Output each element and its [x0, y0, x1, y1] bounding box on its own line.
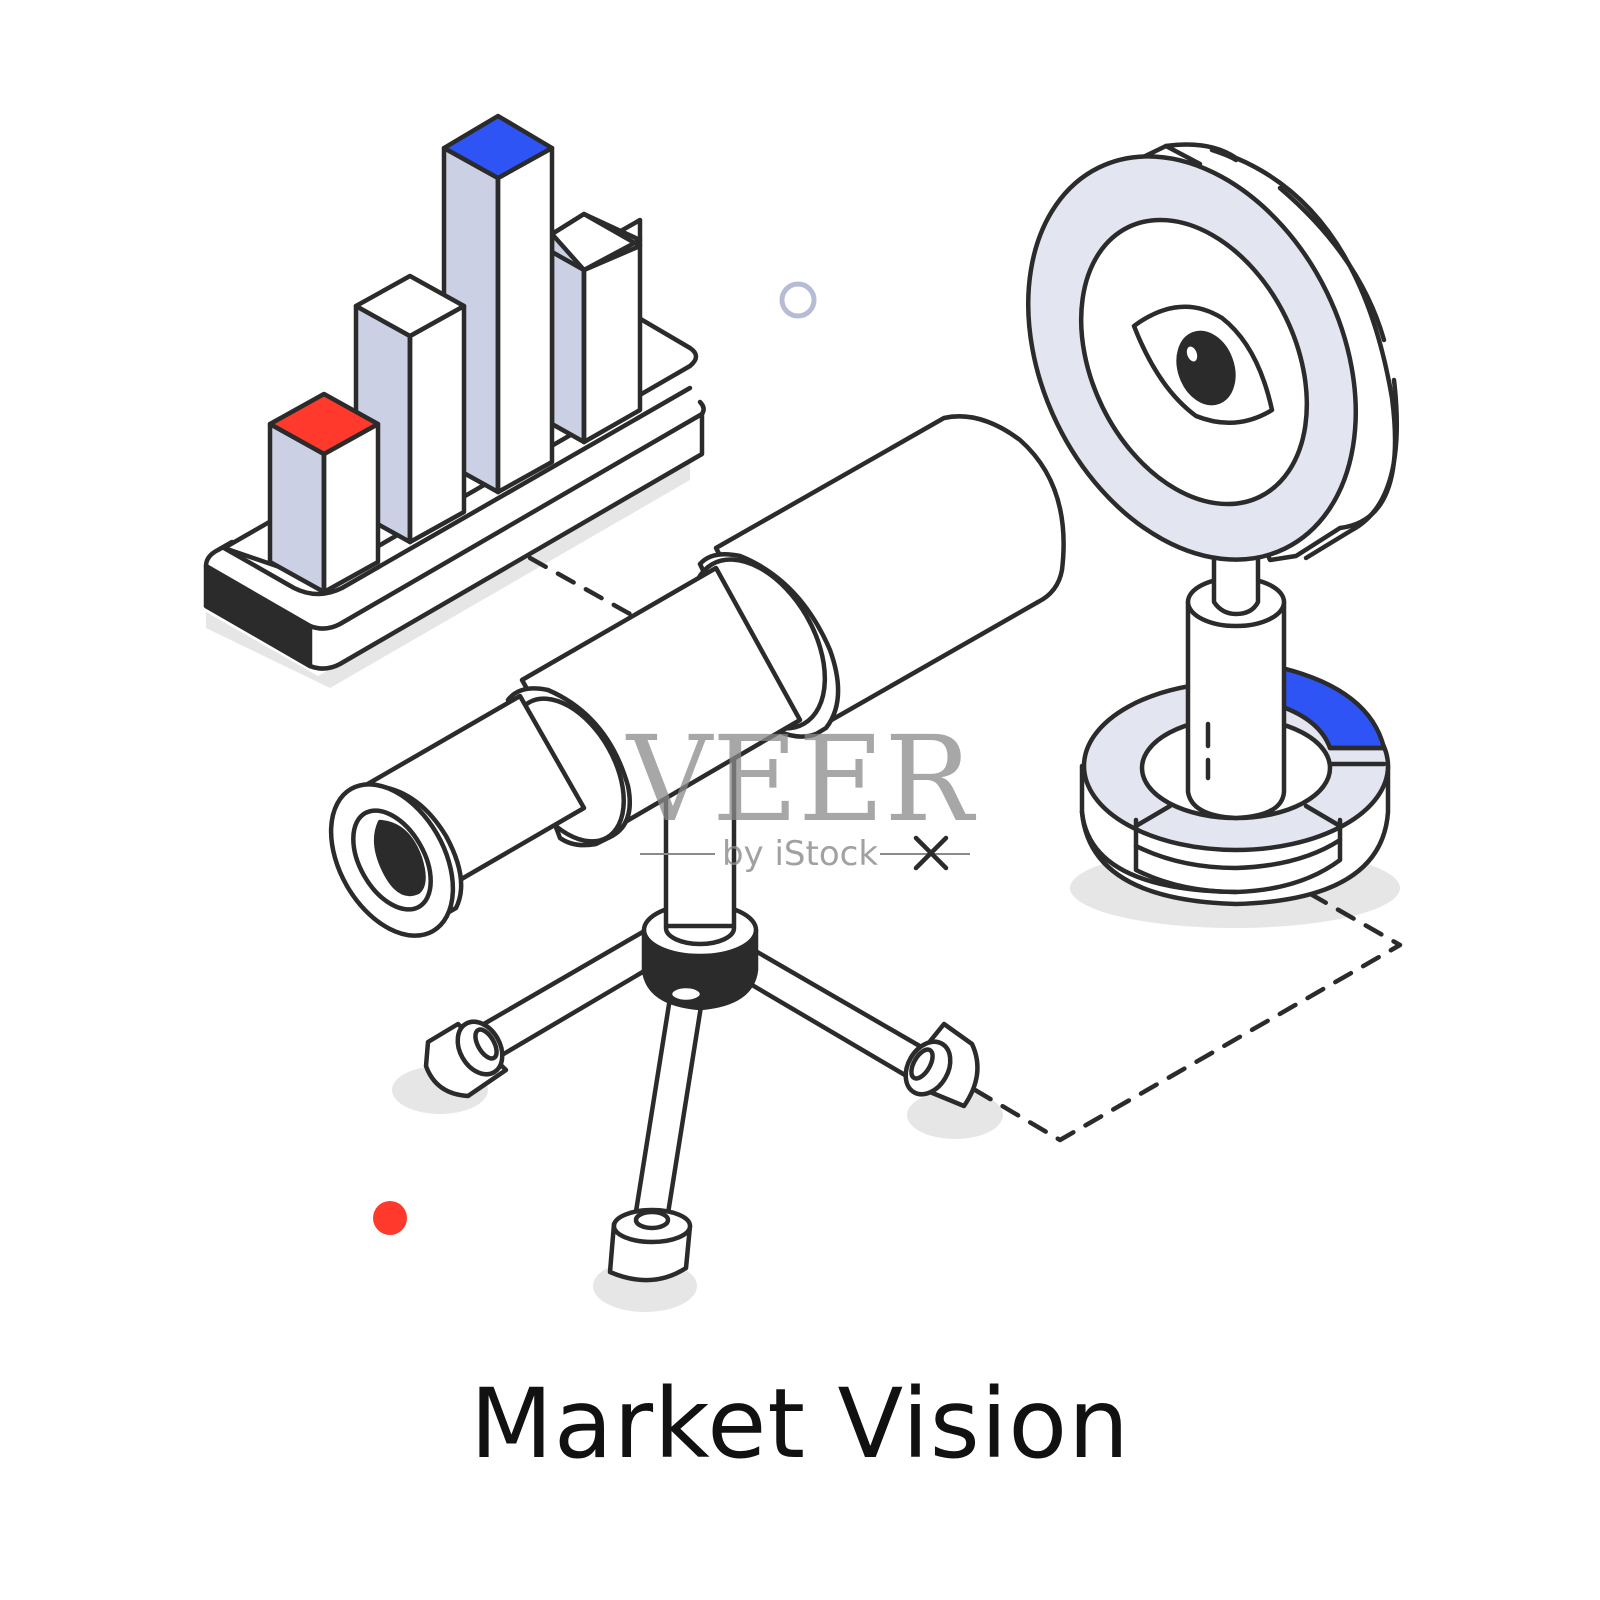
bar-chart-icon — [203, 113, 706, 671]
watermark-sub: by iStock — [722, 834, 878, 874]
dashed-connectors — [527, 555, 1403, 1143]
decor-dot-red — [373, 1201, 407, 1235]
stand-post — [1185, 599, 1287, 821]
decor-ring — [779, 281, 817, 319]
watermark: VEER by iStock — [625, 710, 976, 874]
eyepiece-lens — [373, 819, 426, 897]
eye-glint — [1182, 342, 1202, 366]
decor-cross — [913, 835, 949, 871]
tripod — [423, 901, 980, 1283]
bar-top-blue — [441, 113, 555, 181]
eye-target-icon — [1026, 142, 1400, 907]
bar-top-red — [267, 391, 381, 457]
page-title: Market Vision — [469, 1368, 1130, 1480]
watermark-brand: VEER — [625, 710, 976, 848]
telescope-icon — [328, 414, 1066, 1283]
